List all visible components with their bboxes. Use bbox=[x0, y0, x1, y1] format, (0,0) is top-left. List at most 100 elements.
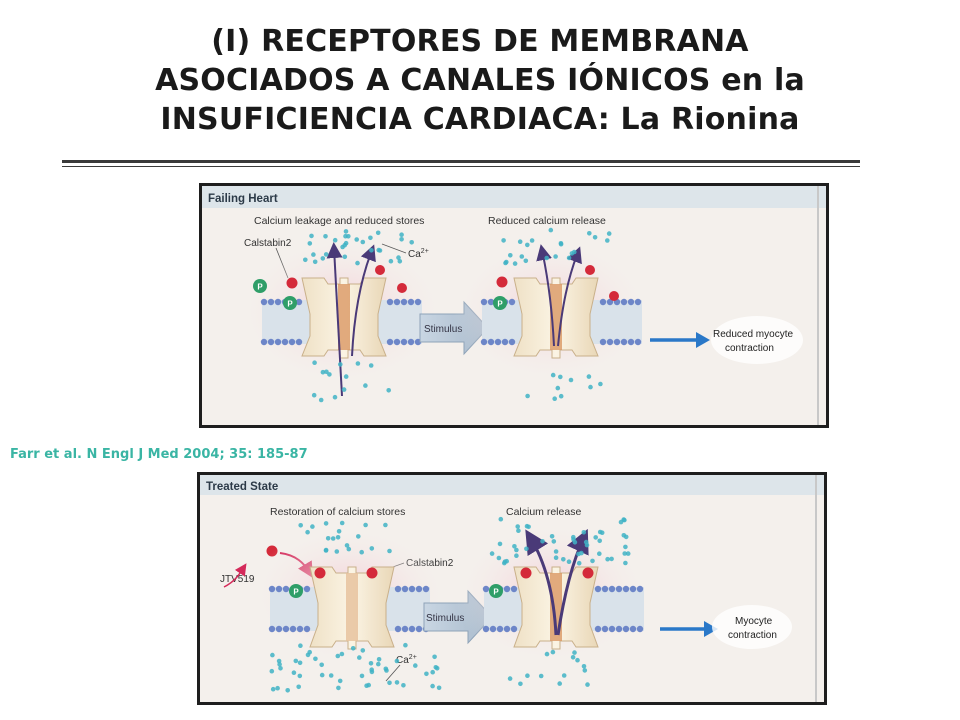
lipid-head bbox=[282, 625, 290, 633]
calcium-ion bbox=[401, 683, 406, 688]
calcium-ion bbox=[357, 655, 362, 660]
lipid-head bbox=[422, 585, 430, 593]
calcium-ion bbox=[592, 235, 598, 240]
calcium-ion bbox=[376, 247, 381, 253]
calcium-ion bbox=[303, 257, 308, 263]
mid-caption: Calcium release bbox=[506, 506, 581, 518]
calcium-ion bbox=[337, 678, 343, 684]
lipid-head bbox=[634, 298, 642, 306]
lipid-head bbox=[267, 298, 275, 306]
svg-text:P: P bbox=[493, 588, 499, 597]
calcium-ion bbox=[369, 546, 375, 551]
calcium-ion bbox=[609, 556, 614, 562]
calcium-ion bbox=[359, 673, 365, 679]
calcium-ion bbox=[343, 374, 349, 379]
calcium-ion bbox=[297, 660, 303, 666]
calcium-ion bbox=[360, 239, 366, 245]
lipid-head bbox=[274, 338, 282, 346]
lipid-head bbox=[615, 625, 623, 633]
calcium-ion bbox=[514, 547, 519, 553]
calcium-ion bbox=[512, 261, 518, 266]
calcium-ion bbox=[593, 535, 598, 540]
lipid-head bbox=[268, 625, 276, 633]
calcium-ions bbox=[303, 227, 612, 403]
calcium-ion bbox=[525, 393, 530, 399]
lipid-head bbox=[627, 298, 635, 306]
calcium-ion bbox=[305, 529, 310, 535]
calcium-ion bbox=[388, 258, 394, 264]
calcium-ion bbox=[383, 666, 389, 672]
phosphate-icon bbox=[289, 584, 303, 598]
calcium-ion bbox=[363, 522, 368, 528]
lipid-head bbox=[489, 625, 497, 633]
calcium-ion bbox=[503, 260, 508, 266]
calcium-ion bbox=[346, 234, 351, 239]
calcium-ion bbox=[277, 662, 282, 667]
calcium-ion bbox=[338, 362, 343, 367]
lipid-head bbox=[508, 338, 516, 346]
lipid-head bbox=[267, 338, 275, 346]
calcium-ion bbox=[376, 657, 382, 662]
lipid-head bbox=[260, 338, 268, 346]
calcium-ion bbox=[346, 546, 352, 552]
calcium-ion bbox=[350, 646, 356, 651]
lipid-head bbox=[415, 625, 423, 633]
calcium-ion bbox=[403, 642, 408, 648]
result-label-line2: contraction bbox=[728, 630, 777, 641]
calcium-ion bbox=[396, 255, 401, 260]
calcium-ion bbox=[327, 372, 332, 377]
panel-header-bar bbox=[200, 475, 824, 495]
lipid-head bbox=[629, 585, 637, 593]
calstabin-label: Calstabin2 bbox=[244, 238, 292, 249]
calcium-ion bbox=[430, 669, 435, 675]
calcium-ion bbox=[310, 524, 315, 529]
lipid-head bbox=[615, 585, 623, 593]
calcium-ion bbox=[597, 529, 603, 535]
calstabin-dot bbox=[375, 265, 385, 275]
calcium-ion bbox=[515, 524, 520, 529]
calcium-ion bbox=[375, 230, 381, 236]
calcium-ion bbox=[575, 657, 580, 663]
calcium-ion bbox=[307, 241, 313, 246]
calcium-ion bbox=[507, 676, 513, 681]
calcium-ion bbox=[583, 539, 589, 545]
lipid-head bbox=[394, 625, 402, 633]
calstabin-dot bbox=[397, 283, 407, 293]
calcium-ion bbox=[587, 231, 592, 236]
lipid-head bbox=[400, 338, 408, 346]
lipid-head bbox=[394, 585, 402, 593]
panel-header-label: Treated State bbox=[206, 481, 278, 493]
left-caption: Restoration of calcium stores bbox=[270, 506, 405, 518]
calcium-ion bbox=[335, 535, 341, 540]
calcium-ion bbox=[566, 559, 572, 564]
lipid-head bbox=[494, 338, 502, 346]
calcium-ion bbox=[550, 372, 556, 378]
lipid-head bbox=[400, 298, 408, 306]
calcium-ion bbox=[309, 233, 314, 239]
lipid-head bbox=[594, 585, 602, 593]
panel-header-bar bbox=[202, 186, 826, 208]
lipid-head bbox=[393, 338, 401, 346]
calcium-ion bbox=[501, 238, 506, 243]
lipid-head bbox=[415, 585, 423, 593]
lipid-head bbox=[636, 625, 644, 633]
calcium-ion bbox=[597, 551, 602, 556]
calstabin-dot bbox=[366, 567, 378, 579]
lipid-head bbox=[510, 585, 518, 593]
lipid-head bbox=[594, 625, 602, 633]
calcium-ion bbox=[386, 388, 391, 393]
calcium-ion bbox=[621, 517, 626, 522]
calcium-ion bbox=[579, 550, 584, 556]
calcium-ion bbox=[588, 384, 593, 390]
calcium-ion bbox=[555, 385, 561, 391]
citation: Farr et al. N Engl J Med 2004; 35: 185-8… bbox=[10, 447, 308, 462]
calcium-ion bbox=[368, 235, 373, 241]
calstabin-dot bbox=[286, 277, 298, 289]
lipid-head bbox=[482, 625, 490, 633]
slide-title: (I) RECEPTORES DE MEMBRANA ASOCIADOS A C… bbox=[60, 22, 900, 139]
calcium-ion bbox=[360, 648, 366, 653]
lipid-head bbox=[510, 625, 518, 633]
treated-state-diagram: Treated State Restoration of calcium sto… bbox=[200, 475, 824, 702]
calcium-ion bbox=[369, 669, 375, 675]
svg-text:P: P bbox=[257, 283, 263, 292]
